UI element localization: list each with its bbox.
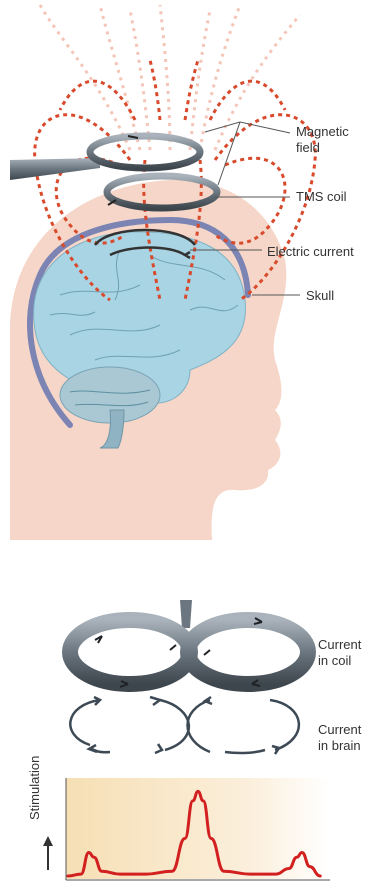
tms-coil-label: TMS coil [296,189,347,205]
stimulation-axis-label: Stimulation [27,756,42,820]
stimulation-chart [43,778,330,880]
current-in-coil-label-line1: Current [318,637,361,653]
magnetic-field-faint [40,5,300,150]
magnetic-field-label-line2: field [296,140,349,156]
figure-eight-coil [70,600,308,687]
brain-current-loops [70,697,299,754]
current-in-coil-label: Current in coil [318,637,361,669]
current-in-coil-label-line2: in coil [318,653,361,669]
skull-label: Skull [306,288,334,304]
electric-current-label: Electric current [267,244,354,260]
current-in-brain-label-line1: Current [318,722,361,738]
current-in-brain-label: Current in brain [318,722,361,754]
magnetic-field-label-line1: Magnetic [296,124,349,140]
magnetic-field-label: Magnetic field [296,124,349,156]
current-in-brain-label-line2: in brain [318,738,361,754]
stimulation-arrow [43,836,53,870]
